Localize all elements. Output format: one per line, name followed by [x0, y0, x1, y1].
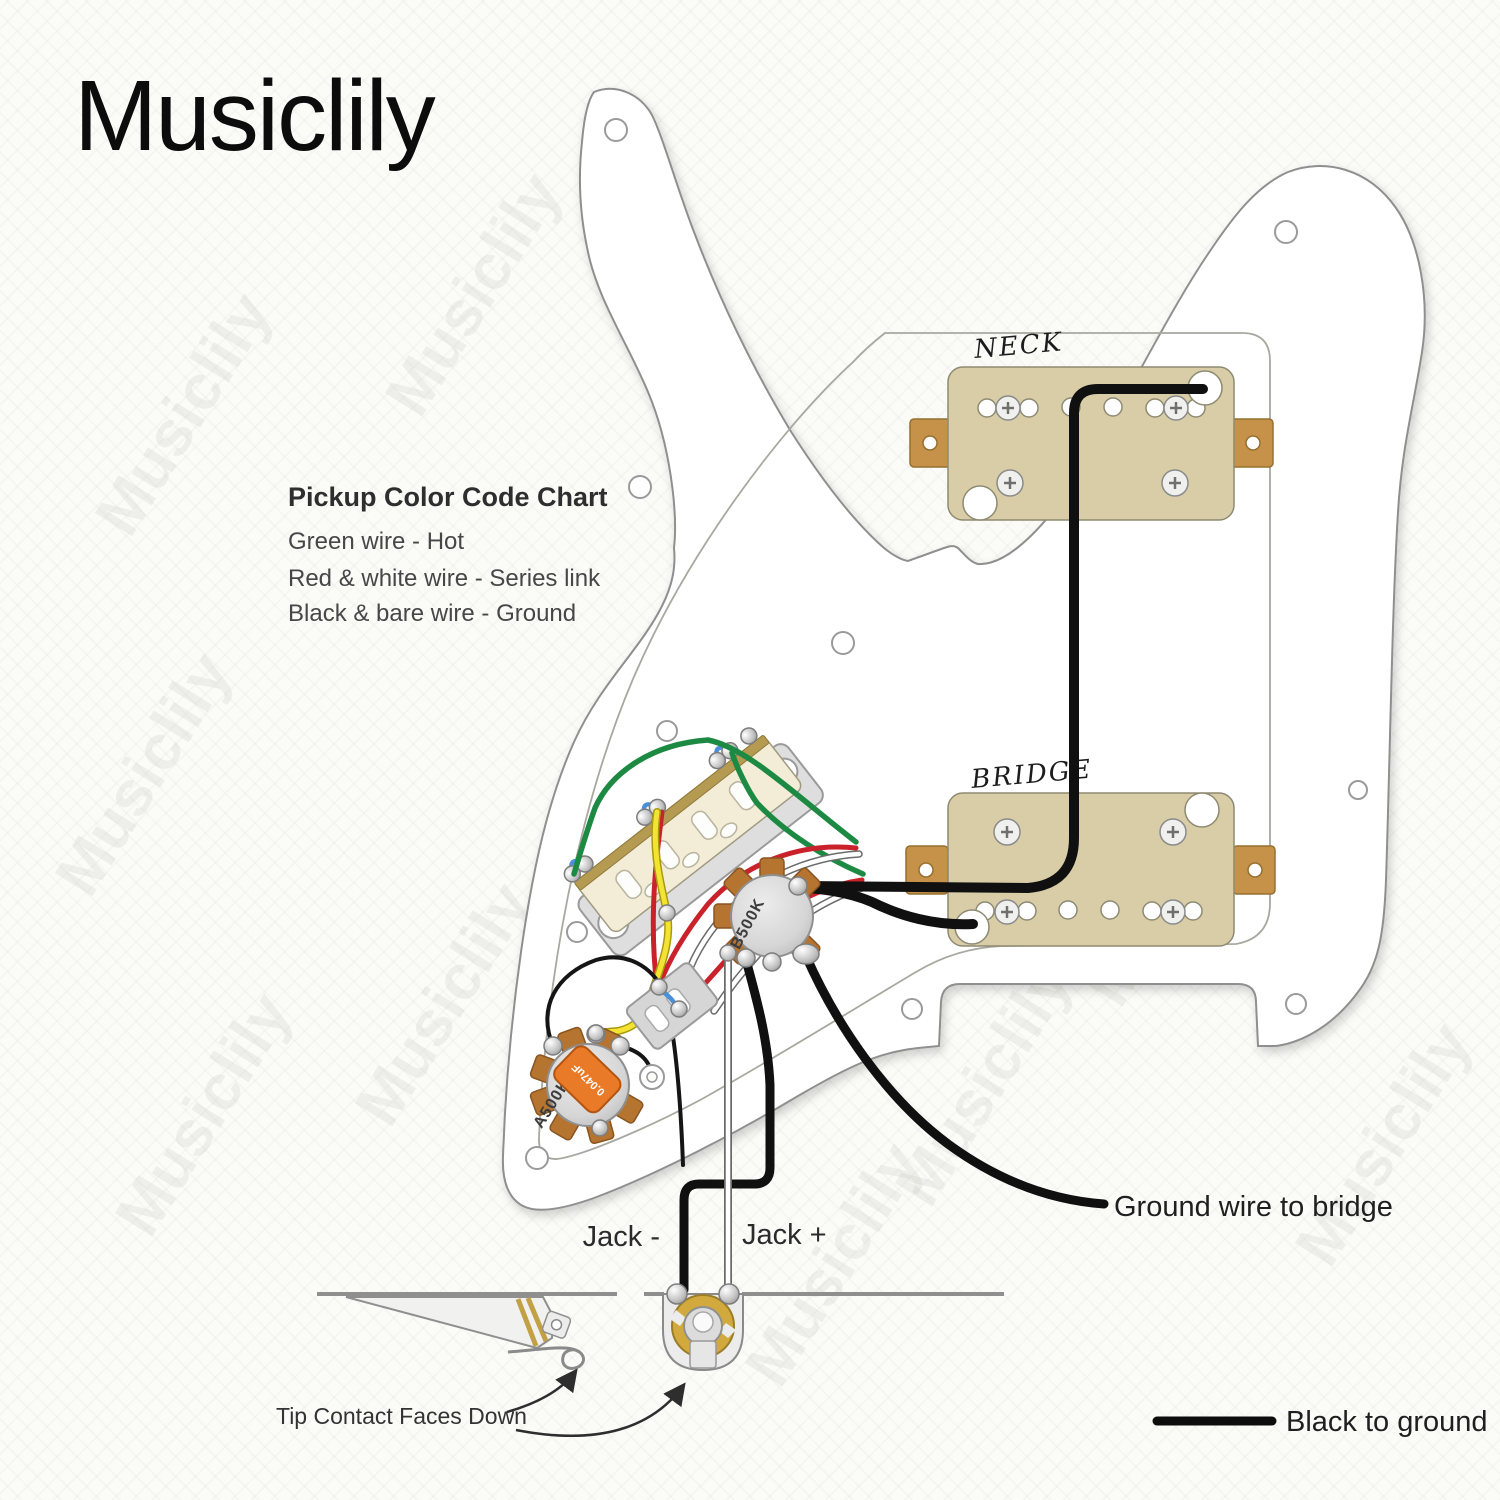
wire-black-neck-cable [795, 384, 1208, 893]
ring-terminal-hole [646, 1071, 658, 1083]
tip-contact-hook [507, 1346, 585, 1370]
jack-ring-notch [670, 1310, 686, 1326]
pickup-color-code-chart: Pickup Color Code Chart Green wire - Hot… [288, 482, 608, 627]
watermark-text: Musiclily [81, 280, 286, 548]
black-to-ground-label: Black to ground [1286, 1406, 1488, 1438]
screw-hole [628, 475, 652, 499]
jack-center [692, 1311, 714, 1333]
wire-green-hot-neck [571, 737, 859, 877]
chart-line-green: Green wire - Hot [288, 528, 464, 555]
screw-hole [1274, 220, 1298, 244]
tab-hole [1245, 435, 1261, 451]
neck-pickup-label: NECK [972, 327, 1064, 365]
switch-rail-top [574, 735, 770, 891]
volume-pot-lugs [736, 876, 820, 972]
screw-hole [1348, 780, 1368, 800]
screw-hole [901, 998, 923, 1020]
screw-hole [566, 921, 588, 943]
output-jack-bottom-view: Jack - Jack + [317, 1219, 1004, 1372]
pickguard-outline [501, 87, 1426, 1211]
tab-hole [922, 435, 938, 451]
jack-arrow [515, 1382, 686, 1437]
jack-positive-label: Jack + [742, 1219, 827, 1251]
pickguard [501, 87, 1426, 1211]
capacitor: 0.047uF [553, 1045, 622, 1114]
watermark-text: Musiclily [1281, 1010, 1486, 1278]
chart-title: Pickup Color Code Chart [288, 482, 608, 512]
screw-hole [831, 631, 855, 655]
watermark-text: Musiclily [41, 640, 246, 908]
watermark-text: Musiclily [371, 160, 576, 428]
jack-gold-stripe [515, 1298, 539, 1347]
output-jack-side-view [345, 1296, 585, 1370]
jack-side-tab [541, 1310, 572, 1339]
neck-pickup-screws [995, 395, 1189, 497]
jack-terminal-negative [666, 1283, 688, 1305]
tab-hole [918, 862, 934, 878]
bridge-pickup-screws [993, 818, 1187, 925]
wire-red-series-1 [656, 844, 859, 989]
chart-line-red-white: Red & white wire - Series link [288, 565, 601, 592]
annotations: Ground wire to bridge Tip Contact Faces … [276, 1191, 1488, 1438]
tone-pot: A500K 0.047uF [529, 1024, 665, 1144]
ground-wires [679, 384, 1208, 1295]
jack-ring-notch [719, 1323, 736, 1338]
jack-negative-label: Jack - [583, 1221, 660, 1253]
wire-black-tone-ground [545, 955, 685, 1167]
ground-wire-annotation: Ground wire to bridge [1114, 1191, 1393, 1223]
tab-hole [1247, 862, 1263, 878]
watermark-text: Musiclily [101, 980, 306, 1248]
chart-line-black-bare: Black & bare wire - Ground [288, 600, 576, 627]
screw-hole [656, 720, 678, 742]
jack-terminal-positive [718, 1283, 740, 1305]
screw-hole [525, 1146, 549, 1170]
wire-black-ground-to-bridge [801, 951, 1109, 1209]
tip-contact-annotation: Tip Contact Faces Down [276, 1403, 527, 1429]
jack-tab [689, 1340, 717, 1369]
screw-hole [1285, 993, 1307, 1015]
legend-black-to-ground: Black to ground [1152, 1406, 1488, 1438]
tip-contact-arrow [506, 1368, 578, 1414]
brand-logo: Musiclily [74, 60, 436, 172]
bridge-pickup: BRIDGE [905, 754, 1276, 947]
screw-hole [604, 118, 628, 142]
solder-joints [587, 904, 737, 1042]
wire-black-jack-negative [679, 955, 775, 1295]
volume-pot: B500K [713, 857, 821, 972]
wire-black-bridge-cable [793, 883, 978, 930]
pickguard-screw-holes [525, 118, 1368, 1170]
jack-gold-stripe [525, 1297, 549, 1342]
